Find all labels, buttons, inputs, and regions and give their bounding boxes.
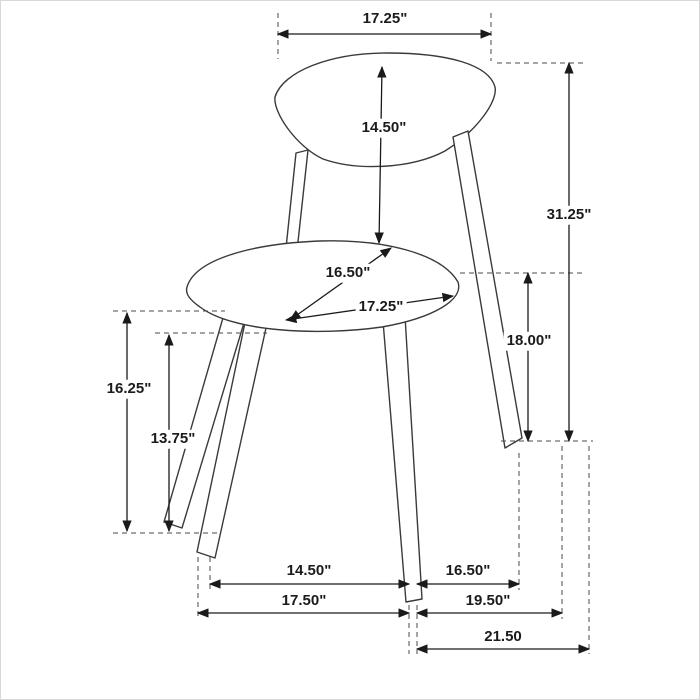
chair-back-support-left — [285, 149, 309, 252]
dim-line-backrest-height — [374, 65, 387, 245]
dim-label-base-depth: 19.50" — [462, 591, 514, 611]
dim-label-seat-depth: 16.50" — [322, 263, 374, 283]
dim-label-side-leg-span: 16.50" — [442, 561, 494, 581]
dim-label-overall-height: 31.25" — [543, 205, 595, 225]
chair-seat — [185, 240, 460, 333]
dim-label-backrest-height: 14.50" — [358, 118, 410, 138]
dim-label-leg-height-inner: 13.75" — [147, 429, 199, 449]
chair-rear-right-leg — [452, 130, 523, 449]
dim-label-seat-width: 17.25" — [355, 297, 407, 317]
dim-label-back-width: 17.25" — [359, 9, 411, 29]
dim-label-front-leg-span: 14.50" — [283, 561, 335, 581]
dim-label-overall-depth: 21.50 — [481, 627, 525, 647]
chair-front-right-leg — [382, 315, 423, 603]
dim-label-base-width: 17.50" — [278, 591, 330, 611]
dim-label-seat-height: 18.00" — [503, 331, 555, 351]
dim-label-seat-to-floor-left: 16.25" — [103, 379, 155, 399]
